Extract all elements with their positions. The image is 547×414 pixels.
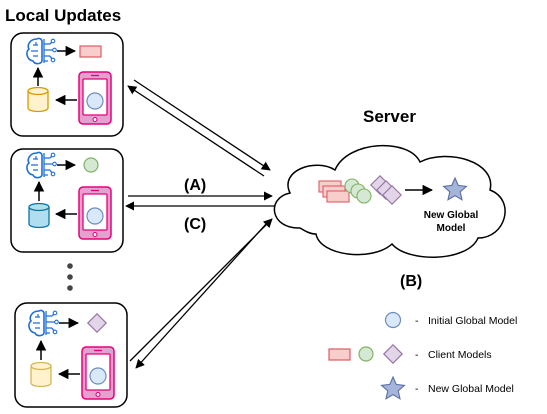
- client-panel-1: [10, 32, 124, 137]
- legend-item-client: - Client Models: [328, 343, 492, 365]
- new-global-model-star-icon: [442, 176, 468, 201]
- client-panel-2: [10, 148, 124, 253]
- client-model-circle-icon: [83, 157, 99, 173]
- legend-circle-icon: [384, 311, 402, 329]
- cloud-text-line2: Model: [437, 223, 466, 234]
- client-models-stack-icon: [318, 175, 402, 205]
- client-model-rect-icon: [79, 45, 102, 58]
- more-clients-ellipsis: [67, 263, 73, 291]
- client-panel-3: [14, 302, 128, 408]
- database-icon: [28, 202, 50, 229]
- global-model-circle-icon: [86, 207, 104, 225]
- cloud-text-line1: New Global: [424, 210, 479, 221]
- database-icon: [30, 361, 52, 388]
- legend-item-new: - New Global Model: [380, 375, 514, 400]
- legend-label-client: Client Models: [428, 349, 492, 361]
- client3-server-arrows: [129, 218, 273, 369]
- server-label: Server: [363, 107, 416, 126]
- database-icon: [27, 86, 49, 113]
- legend-dash: -: [415, 383, 419, 395]
- step-label-c: (C): [184, 216, 206, 233]
- legend-item-initial: - Initial Global Model: [384, 311, 517, 329]
- client2-server-arrows: [125, 191, 278, 211]
- legend-dash: -: [415, 349, 419, 361]
- legend-circle-green-icon: [358, 346, 374, 362]
- step-label-a: (A): [184, 177, 206, 194]
- global-model-circle-icon: [86, 92, 104, 110]
- step-label-b: (B): [400, 273, 422, 290]
- legend-dash: -: [415, 315, 419, 327]
- client-model-diamond-icon: [86, 312, 108, 334]
- global-model-circle-icon: [89, 367, 107, 385]
- server-cloud: New Global Model: [273, 144, 506, 258]
- legend-rect-icon: [328, 348, 351, 361]
- legend-label-new: New Global Model: [428, 383, 514, 395]
- legend-label-initial: Initial Global Model: [428, 315, 517, 327]
- legend: - Initial Global Model - Client Models -…: [328, 311, 517, 400]
- diagram-title: Local Updates: [5, 6, 121, 25]
- legend-diamond-icon: [382, 343, 404, 365]
- client1-server-arrows: [127, 79, 271, 177]
- legend-star-icon: [380, 375, 406, 400]
